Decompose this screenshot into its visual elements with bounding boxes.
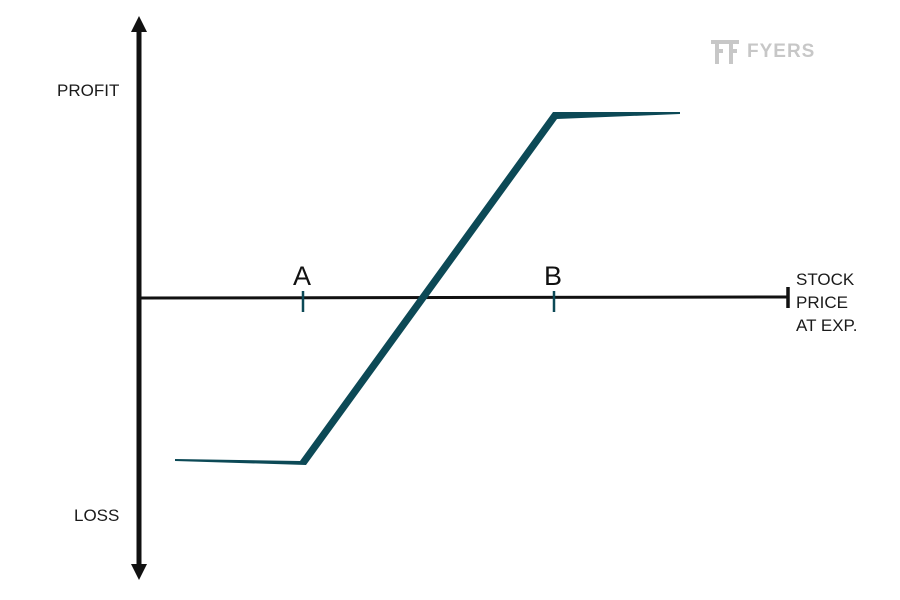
- fyers-logo: FYERS: [711, 40, 815, 64]
- x-axis: [138, 295, 789, 300]
- logo-text: FYERS: [747, 41, 816, 62]
- x-axis-label-line-1: STOCK: [796, 270, 855, 289]
- label-b: B: [544, 261, 562, 291]
- x-axis-label-line-2: PRICE: [796, 293, 848, 312]
- profit-label: PROFIT: [57, 81, 120, 100]
- fyers-logo-icon: [711, 40, 739, 64]
- payoff-line: [175, 112, 680, 465]
- label-a: A: [293, 261, 311, 291]
- x-axis-label-line-3: AT EXP.: [796, 316, 858, 335]
- y-axis-arrow-down: [131, 564, 147, 580]
- loss-label: LOSS: [74, 506, 120, 525]
- y-axis-arrow-up: [131, 16, 147, 32]
- x-axis-label: STOCK PRICE AT EXP.: [796, 268, 857, 337]
